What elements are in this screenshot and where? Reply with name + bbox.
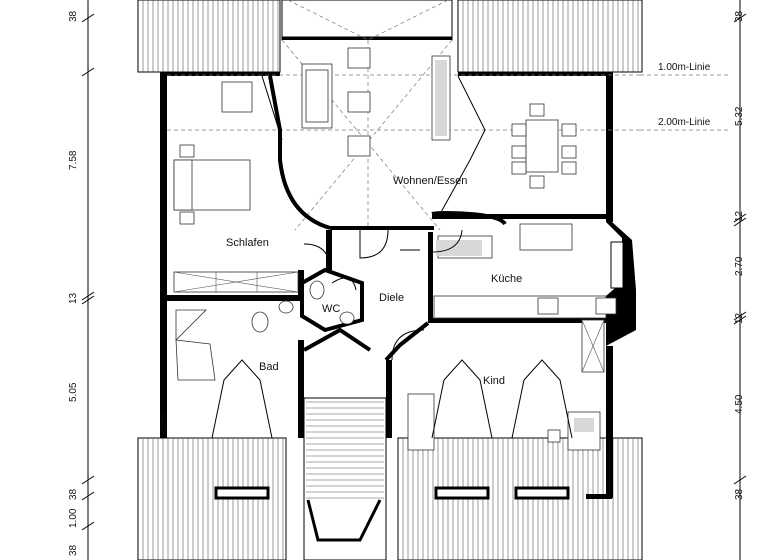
- room-label-bad: Bad: [259, 361, 279, 373]
- roof-top-left: [137, 0, 281, 73]
- dim-right-2: 5.32: [734, 106, 745, 126]
- dim-right-3: 12: [734, 210, 745, 222]
- dim-left-2: 7.58: [68, 150, 79, 170]
- dim-left-4: 5.05: [68, 382, 79, 402]
- room-label-schlafen: Schlafen: [226, 237, 269, 249]
- dim-right-7: 38: [734, 488, 745, 500]
- dim-left-3: 13: [68, 292, 79, 304]
- line-label-1m: 1.00m-Linie: [658, 62, 711, 73]
- room-label-wc: WC: [322, 303, 340, 315]
- exterior-walls: [160, 72, 613, 499]
- dim-left-5: 38: [68, 488, 79, 500]
- roof-bottom-right: [397, 437, 643, 560]
- room-label-kueche: Küche: [491, 273, 522, 285]
- roof-top-right: [457, 0, 643, 73]
- watermark-text: com: [158, 413, 169, 432]
- dim-right-1: 38: [734, 10, 745, 22]
- dim-left-7: 38: [68, 544, 79, 556]
- room-label-wohnen: Wohnen/Essen: [393, 175, 467, 187]
- room-label-diele: Diele: [379, 292, 404, 304]
- dimension-chain-left: 38 7.58 13 5.05 38 1.00 38: [68, 0, 95, 560]
- dim-right-4: 2.70: [734, 256, 745, 276]
- line-label-2m: 2.00m-Linie: [658, 117, 711, 128]
- dim-left-6: 1.00: [68, 508, 79, 528]
- dimension-chain-right: 38 5.32 12 2.70 12 4.50 38: [733, 0, 747, 560]
- dim-right-5: 12: [734, 312, 745, 324]
- dim-right-6: 4.50: [734, 394, 745, 414]
- staircase: [303, 397, 387, 560]
- room-label-kind: Kind: [483, 375, 505, 387]
- dim-left-1: 38: [68, 10, 79, 22]
